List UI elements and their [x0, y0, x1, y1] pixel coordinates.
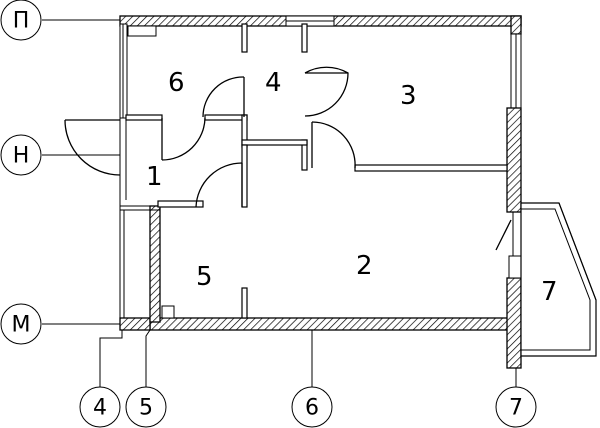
partition-corr-horz — [241, 139, 308, 146]
axis-marker-5: 5 — [125, 386, 167, 428]
room-label-3: 3 — [400, 81, 417, 111]
room-label-6: 6 — [168, 68, 185, 98]
axis-label-6: 6 — [305, 396, 319, 421]
balcony-rail — [520, 208, 591, 351]
balcony-door-frame — [508, 255, 522, 279]
door-4-left-swing — [202, 76, 245, 118]
wall-right-mid — [506, 107, 522, 213]
partition-top-left — [125, 114, 163, 121]
door-6-swing — [161, 117, 206, 161]
partition-v1-upper — [241, 23, 248, 53]
axis-line-4 — [99, 330, 123, 388]
partition-v2-upper — [301, 23, 308, 53]
wall-right-low — [506, 277, 522, 369]
axis-label-5: 5 — [139, 396, 153, 421]
axis-marker-6: 6 — [291, 386, 333, 428]
partition-bath-top — [157, 200, 204, 208]
room-label-5: 5 — [196, 262, 213, 292]
partition-top-mid — [204, 114, 248, 121]
axis-marker-7: 7 — [495, 386, 537, 428]
axis-marker-p: П — [0, 0, 42, 41]
balcony-rail-hatch — [558, 202, 597, 301]
wall-right-top — [510, 15, 522, 35]
axis-line-5 — [145, 329, 151, 388]
wall-left-corner — [119, 317, 151, 331]
axis-marker-n: Н — [0, 134, 42, 176]
window-left-small — [127, 25, 157, 37]
bath-vent — [161, 305, 175, 319]
door-5-swing — [195, 162, 243, 208]
entry-door-swing — [64, 119, 121, 176]
room-label-7: 7 — [541, 277, 558, 307]
wall-bath-left — [149, 205, 161, 323]
room-label-1: 1 — [146, 162, 163, 192]
door-3-swing — [311, 121, 356, 169]
partition-bath-right-upper — [241, 144, 248, 208]
axis-label-7: 7 — [509, 396, 523, 421]
partition-bath-right-lower — [241, 287, 248, 319]
axis-marker-4: 4 — [79, 386, 121, 428]
axis-label-m: М — [12, 313, 31, 338]
axis-label-4: 4 — [93, 396, 107, 421]
balcony-door-leaf — [495, 219, 512, 251]
room-label-2: 2 — [356, 251, 373, 281]
room-label-4: 4 — [265, 68, 282, 98]
wall-bottom — [149, 317, 517, 331]
axis-label-p: П — [13, 9, 30, 34]
partition-kitchen-bottom — [354, 164, 508, 172]
axis-label-n: Н — [13, 144, 30, 169]
balcony-outline — [520, 202, 597, 357]
door-4-right-swing — [304, 66, 349, 117]
axis-marker-m: М — [0, 303, 42, 345]
